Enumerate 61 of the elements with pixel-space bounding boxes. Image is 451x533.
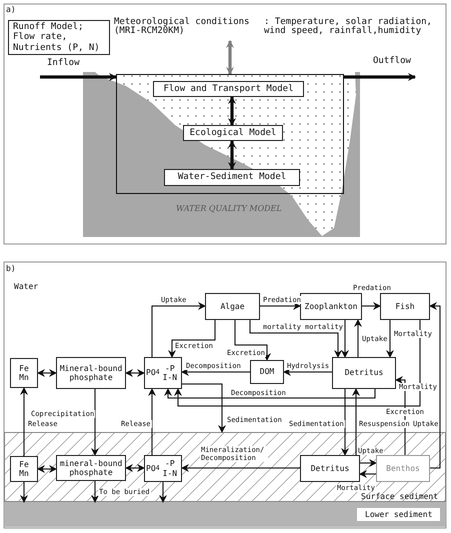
arrow (344, 73, 416, 81)
arrow (91, 388, 99, 456)
arrow (181, 464, 300, 472)
arrow (91, 480, 99, 503)
layer-label: Surface sediment (361, 492, 438, 501)
arrow (352, 388, 360, 456)
arrow (37, 369, 57, 377)
arrow (148, 388, 156, 456)
arrow (234, 320, 271, 361)
process-box: Benthos (376, 455, 430, 482)
process-box: Runoff Model; Flow rate, Nutrients (P, N) (8, 20, 110, 55)
process-box: DOM (250, 360, 284, 384)
arrow (181, 368, 250, 376)
arrow (360, 459, 377, 467)
process-box: Flow and Transport Model (153, 81, 304, 97)
arrow (386, 320, 394, 358)
arrow (20, 482, 28, 503)
arrow (182, 384, 226, 433)
edge-label: Inflow (46, 58, 81, 68)
condition-text: : Temperature, solar radiation, wind speed, rainfall,humidity (264, 18, 433, 36)
process-box: Detritus (332, 357, 396, 389)
arrow (250, 320, 342, 358)
process-box: Algae (205, 293, 260, 320)
arrow (20, 387, 28, 456)
lower-sediment-layer (4, 502, 446, 527)
arrow (168, 320, 216, 358)
model-title: WATER QUALITY MODEL (176, 204, 282, 213)
process-box: Mineral-bound phosphate (56, 357, 126, 389)
process-box: Zooplankton (300, 293, 362, 320)
arrow (228, 140, 236, 170)
process-box: Detritus (300, 455, 360, 482)
panel-letter: b) (6, 264, 16, 273)
arrow (40, 73, 117, 81)
process-box: Fish (380, 293, 430, 320)
arrow (125, 464, 145, 472)
process-box: Water-Sediment Model (164, 169, 300, 186)
arrow (341, 388, 349, 456)
process-box: Ecological Model (183, 125, 283, 141)
arrow (226, 40, 234, 75)
arrow (37, 465, 57, 473)
arrow (341, 320, 349, 358)
arrow (260, 302, 301, 310)
arrow (429, 302, 440, 468)
arrow (354, 319, 362, 358)
edge-label: Outflow (372, 56, 412, 66)
panel-letter: a) (6, 5, 16, 14)
condition-text: Meteorological conditions (MRI-RCM20KM) (114, 18, 250, 36)
process-box: mineral-bound phosphate (56, 455, 126, 481)
process-box: Fe Mn (10, 358, 38, 388)
arrow (362, 302, 381, 310)
arrow (152, 302, 206, 358)
arrow (159, 482, 167, 503)
arrow (125, 369, 145, 377)
arrow (228, 96, 236, 126)
arrow (283, 368, 332, 376)
zone-label: Water (14, 282, 38, 291)
arrow (359, 470, 376, 478)
arrow (174, 320, 420, 406)
layer-label: Lower sediment (357, 508, 440, 521)
process-box: Fe Mn (10, 456, 38, 482)
arrow (164, 388, 376, 398)
